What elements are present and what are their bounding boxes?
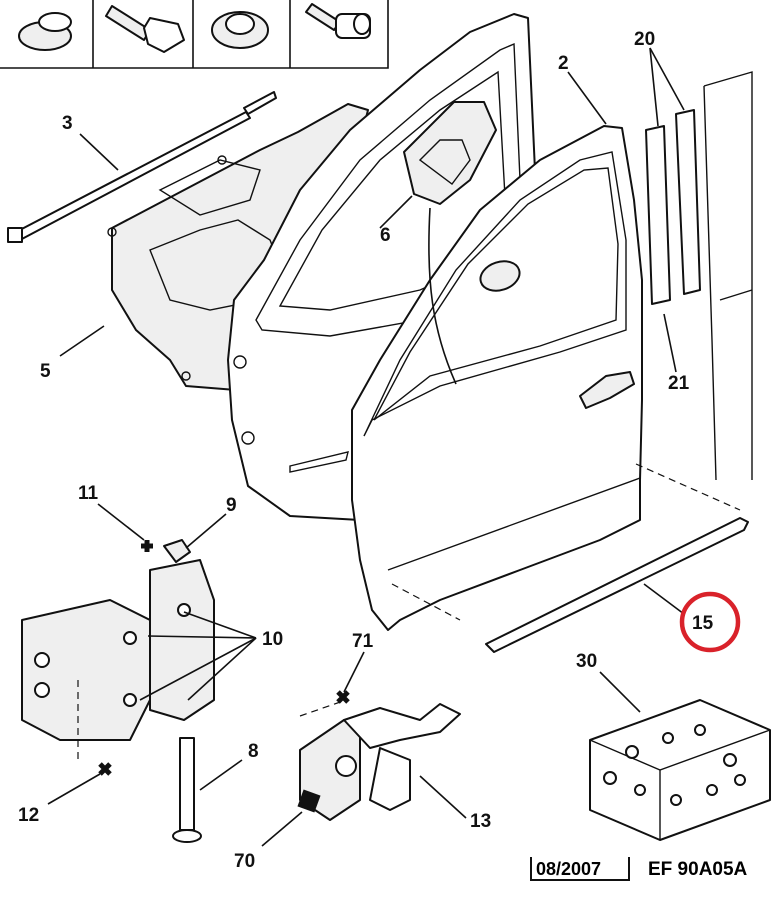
- cross-marker-12: [98, 762, 112, 776]
- callout-70: 70: [234, 851, 256, 872]
- fastener-strip: [0, 0, 389, 69]
- door-seal-strips: [645, 109, 701, 305]
- callout-11: 11: [78, 483, 99, 504]
- square-marker-70: [297, 789, 321, 813]
- callout-20: 20: [634, 29, 656, 50]
- callout-9: 9: [226, 495, 237, 516]
- footer-date-box: 08/2007: [530, 857, 630, 881]
- flange-nut-icon: [211, 11, 269, 49]
- cross-marker-71: [336, 690, 350, 704]
- flange-screw-icon: [18, 12, 72, 51]
- callout-15: 15: [692, 613, 714, 634]
- leader-lines: [47, 47, 685, 847]
- callout-3: 3: [62, 113, 73, 134]
- callout-2: 2: [558, 53, 569, 74]
- door-check-rod: [7, 91, 277, 243]
- footer-date: 08/2007: [536, 859, 602, 879]
- body-pillar: [703, 71, 753, 481]
- callout-5: 5: [40, 361, 51, 382]
- door-check-strap: [299, 699, 461, 821]
- hex-bolt-icon: [105, 5, 185, 53]
- callout-12: 12: [18, 805, 40, 826]
- callout-71: 71: [352, 631, 374, 652]
- callout-21: 21: [668, 373, 690, 394]
- callout-8: 8: [248, 741, 259, 762]
- cross-marker-11: [141, 540, 153, 552]
- callout-6: 6: [380, 225, 391, 246]
- callout-30: 30: [576, 651, 598, 672]
- hinge-pin: [172, 737, 202, 843]
- highlight-ring: [679, 591, 741, 653]
- clip-screw-icon: [305, 3, 371, 39]
- clip-kit-box: [589, 699, 771, 841]
- door-lock-bracket: [403, 101, 497, 385]
- footer-code: EF 90A05A: [648, 859, 748, 880]
- sill-moulding: [391, 463, 749, 653]
- callout-13: 13: [470, 811, 492, 832]
- callout-10: 10: [262, 629, 284, 650]
- door-shell-front: [351, 125, 643, 631]
- screw-9-icon: [163, 539, 191, 563]
- hinge-assembly: [21, 559, 215, 760]
